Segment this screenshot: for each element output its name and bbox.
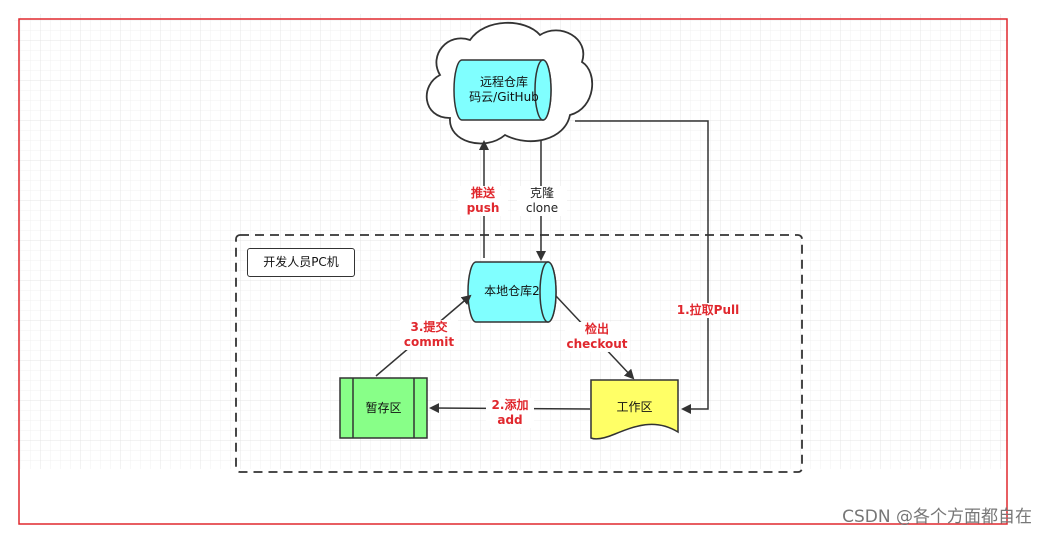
watermark: CSDN @各个方面都自在 bbox=[842, 507, 1032, 527]
local-repo-cylinder bbox=[467, 261, 557, 323]
checkout-label-line2: checkout bbox=[566, 337, 628, 351]
remote-repo-cylinder bbox=[453, 59, 552, 121]
clone-label: 克隆 clone bbox=[517, 186, 567, 216]
push-label: 推送 push bbox=[458, 186, 508, 216]
add-label-line2: add bbox=[497, 413, 523, 427]
clone-label-line1: 克隆 bbox=[529, 186, 554, 200]
outer-frame bbox=[18, 18, 1008, 525]
commit-label-line1: 3.提交 bbox=[410, 320, 448, 334]
pc-label: 开发人员PC机 bbox=[247, 248, 355, 277]
local-repo-label: 本地仓库2 bbox=[484, 284, 540, 298]
push-label-line2: push bbox=[466, 201, 500, 215]
add-label-line1: 2.添加 bbox=[491, 398, 529, 412]
remote-repo-line2: 码云/GitHub bbox=[469, 90, 539, 104]
pc-group-boundary bbox=[235, 234, 803, 473]
checkout-label: 检出 checkout bbox=[565, 322, 629, 352]
commit-label-line2: commit bbox=[403, 335, 455, 349]
push-label-line1: 推送 bbox=[470, 186, 495, 200]
commit-label: 3.提交 commit bbox=[400, 320, 458, 350]
clone-label-line2: clone bbox=[525, 201, 559, 215]
staging-label: 暂存区 bbox=[365, 401, 402, 415]
add-label: 2.添加 add bbox=[486, 398, 534, 428]
pull-label: 1.拉取Pull bbox=[676, 303, 740, 318]
workspace-label: 工作区 bbox=[616, 400, 653, 414]
checkout-label-line1: 检出 bbox=[584, 322, 609, 336]
workspace-document bbox=[590, 379, 679, 440]
remote-repo-line1: 远程仓库 bbox=[479, 75, 528, 89]
staging-box bbox=[339, 377, 428, 439]
pull-label-line1: 1.拉取Pull bbox=[676, 303, 740, 317]
remote-repo-label: 远程仓库 码云/GitHub bbox=[462, 75, 546, 105]
pull-arrow bbox=[575, 120, 709, 414]
